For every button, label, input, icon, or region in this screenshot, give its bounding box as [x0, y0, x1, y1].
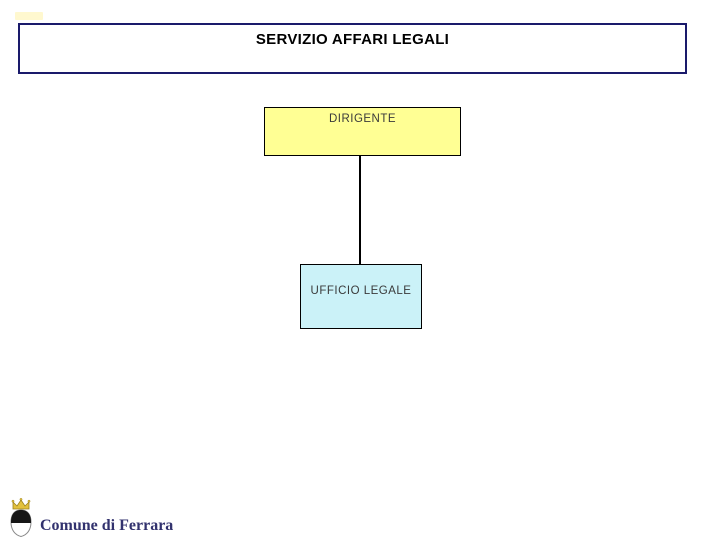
title-box: SERVIZIO AFFARI LEGALI [18, 23, 687, 74]
footer: Comune di Ferrara [8, 498, 173, 538]
org-node-ufficio-legale: UFFICIO LEGALE [300, 264, 422, 329]
page-title: SERVIZIO AFFARI LEGALI [255, 31, 450, 48]
corner-mark [15, 12, 43, 20]
org-node-label: UFFICIO LEGALE [310, 285, 412, 297]
org-node-dirigente: DIRIGENTE [264, 107, 461, 156]
footer-org-name: Comune di Ferrara [40, 517, 174, 534]
org-node-label: DIRIGENTE [328, 113, 397, 125]
connector-line [359, 156, 361, 264]
comune-di-ferrara-crest-icon [8, 498, 34, 538]
